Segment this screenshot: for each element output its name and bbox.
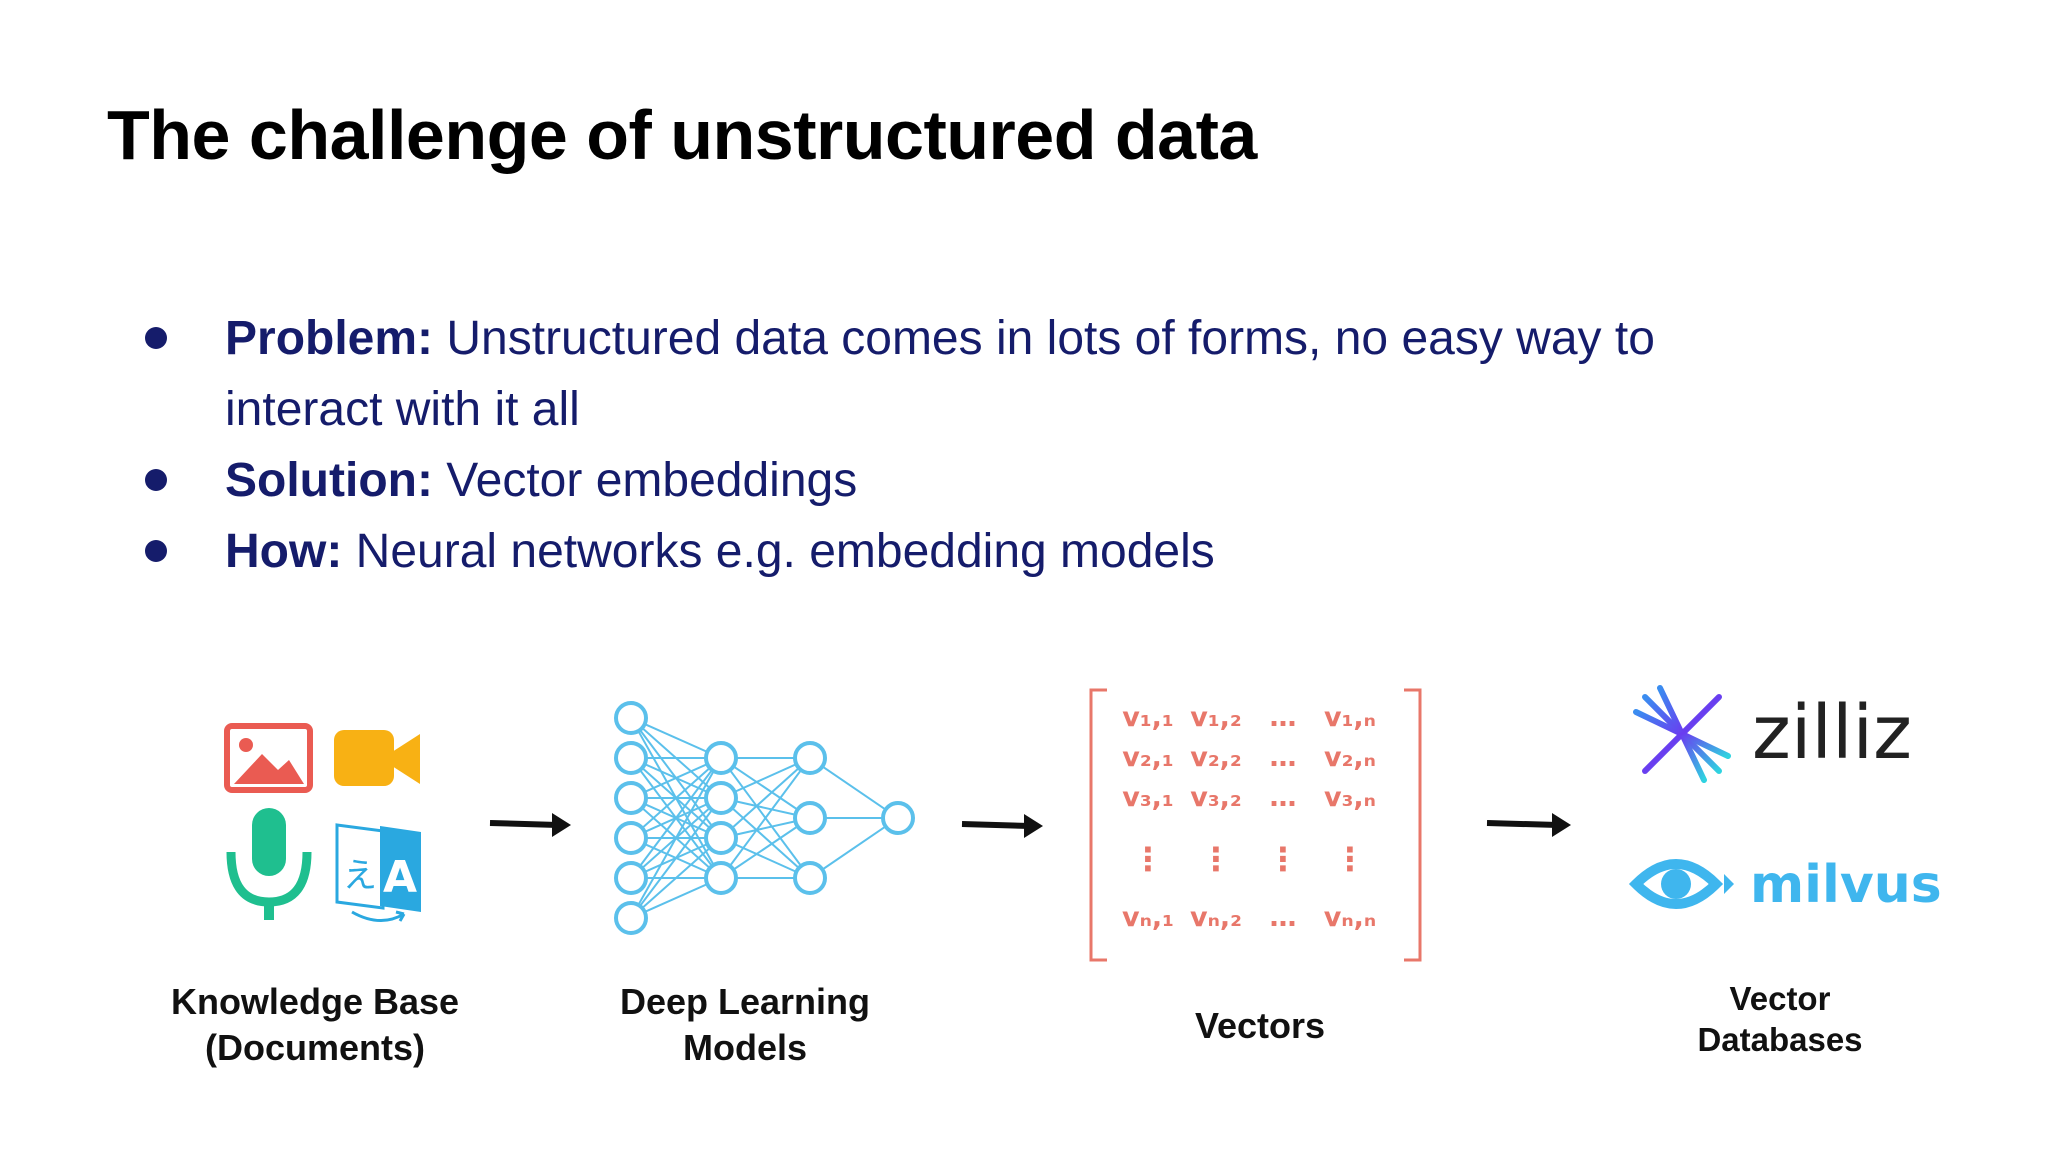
bullet-label: How: [225, 525, 343, 578]
matrix-cell: … [1270, 782, 1297, 813]
matrix-cell: … [1270, 702, 1297, 733]
microphone-icon [226, 808, 312, 920]
caption-deep-learning: Deep Learning Models [619, 981, 871, 1068]
network-node [614, 781, 648, 815]
network-node [793, 741, 827, 775]
matrix-cell: … [1270, 902, 1297, 933]
bullet-text: Unstructured data comes in lots of forms… [225, 312, 1655, 436]
network-node [614, 741, 648, 775]
matrix-cell: ⋮ [1200, 840, 1232, 878]
matrix-cell: v₃,ₙ [1324, 782, 1376, 813]
bullet-item-how: How: Neural networks e.g. embedding mode… [140, 516, 1740, 587]
network-edge [720, 757, 811, 819]
image-icon [224, 723, 313, 793]
matrix-cell: v₂,₁ [1122, 742, 1174, 773]
network-node [704, 741, 738, 775]
matrix-cell: ⋮ [1334, 840, 1366, 878]
network-node [614, 901, 648, 935]
network-edge [630, 837, 722, 919]
bullet-dot [145, 540, 167, 562]
bullet-list: Problem: Unstructured data comes in lots… [140, 303, 1740, 587]
matrix-cell: v₁,ₙ [1324, 702, 1376, 733]
neural-network-icon [614, 701, 915, 935]
milvus-wordmark: milvus [1750, 855, 1942, 915]
matrix-cell: vₙ,₂ [1190, 902, 1242, 933]
network-edge [630, 797, 722, 919]
bullet-label: Solution: [225, 454, 433, 507]
network-edge [630, 757, 722, 839]
milvus-eye-icon [1628, 859, 1734, 909]
network-node [881, 801, 915, 835]
matrix-cell: v₃,₂ [1190, 782, 1242, 813]
network-edge [720, 817, 811, 879]
network-edge [720, 757, 811, 839]
network-edge [809, 757, 899, 819]
matrix-cell: v₂,ₙ [1324, 742, 1376, 773]
arrow-right-icon [1486, 813, 1571, 837]
bullet-dot [145, 327, 167, 349]
svg-text:A: A [383, 852, 417, 903]
bullet-text: Vector embeddings [432, 454, 858, 507]
matrix-cell: v₂,₂ [1190, 742, 1242, 773]
bullet-text: Neural networks e.g. embedding models [342, 525, 1215, 578]
network-edge [720, 797, 811, 879]
network-edge [630, 757, 722, 919]
network-node [614, 821, 648, 855]
network-node [614, 861, 648, 895]
bullet-dot [145, 469, 167, 491]
matrix-cell: vₙ,ₙ [1324, 902, 1376, 933]
bullet-item-problem: Problem: Unstructured data comes in lots… [140, 303, 1740, 445]
network-node [704, 861, 738, 895]
caption-vectors: Vectors [1194, 1005, 1326, 1046]
matrix-cell: v₁,₂ [1190, 702, 1242, 733]
milvus-logo: milvus [1628, 855, 1942, 915]
slide-title: The challenge of unstructured data [107, 96, 1257, 174]
caption-vector-databases: Vector Databases [1697, 980, 1863, 1058]
arrow-right-icon [489, 813, 571, 837]
network-node [614, 701, 648, 735]
zilliz-wordmark: zilliz [1752, 690, 1912, 776]
bullet-item-solution: Solution: Vector embeddings [140, 445, 1740, 516]
matrix-cell: ⋮ [1267, 840, 1299, 878]
svg-text:え: え [343, 856, 377, 896]
network-edge [720, 757, 811, 879]
zilliz-star-icon [1627, 679, 1738, 790]
network-node [704, 821, 738, 855]
arrow-right-icon [961, 814, 1043, 838]
translate-icon: え A [335, 823, 421, 922]
network-node [793, 801, 827, 835]
caption-knowledge-base: Knowledge Base (Documents) [170, 981, 460, 1068]
matrix-cell: vₙ,₁ [1122, 902, 1174, 933]
matrix-cell: v₁,₁ [1122, 702, 1174, 733]
matrix-cell: ⋮ [1132, 840, 1164, 878]
matrix-cell: … [1270, 742, 1297, 773]
zilliz-logo: zilliz [1627, 679, 1912, 790]
bullet-label: Problem: [225, 312, 434, 365]
network-edge [809, 817, 899, 879]
vector-matrix: v₁,₁ v₁,₂ … v₁,ₙ v₂,₁ v₂,₂ … v₂,ₙ v₃,₁ v₃,₂ … v₃,ₙ ⋮… [1089, 688, 1422, 962]
matrix-cell: v₃,₁ [1122, 782, 1174, 813]
video-camera-icon [334, 730, 420, 786]
network-node [704, 781, 738, 815]
network-edge [630, 757, 722, 879]
network-node [793, 861, 827, 895]
